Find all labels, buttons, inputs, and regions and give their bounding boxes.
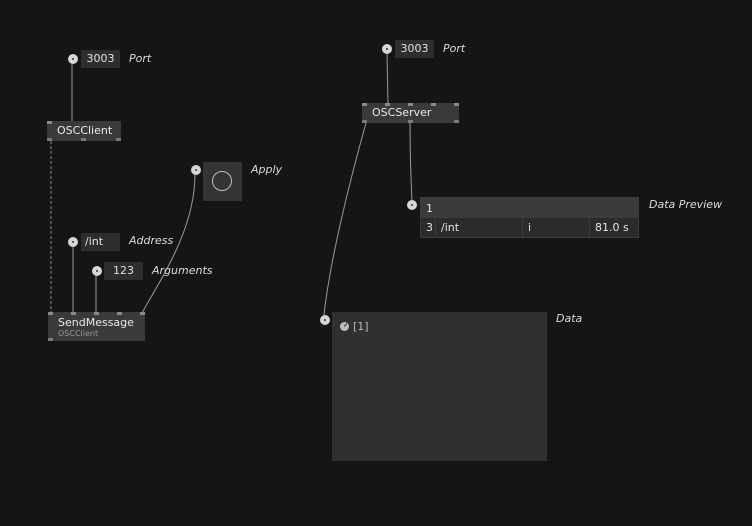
wire-apply	[141, 173, 196, 314]
arguments-label: Arguments	[152, 264, 213, 277]
node-input-port[interactable]	[94, 312, 99, 315]
client-port-iobox[interactable]: 3003	[81, 50, 120, 68]
node-output-port[interactable]	[47, 138, 52, 141]
arguments-pin[interactable]	[92, 266, 102, 276]
node-input-port[interactable]	[454, 103, 459, 106]
data-tag-text: [1]	[353, 320, 369, 333]
preview-pin[interactable]	[407, 200, 417, 210]
preview-row-type: i	[523, 218, 589, 237]
preview-row-address: /int	[436, 218, 522, 237]
client-port-pin[interactable]	[68, 54, 78, 64]
node-output-port[interactable]	[454, 120, 459, 123]
preview-header-index: 1	[421, 199, 638, 218]
node-output-port[interactable]	[408, 120, 413, 123]
data-preview-table[interactable]: 1 3 /int i 81.0 s	[420, 197, 639, 238]
node-title: OSCServer	[372, 106, 432, 119]
wire-server-port	[386, 52, 389, 104]
node-input-port[interactable]	[408, 103, 413, 106]
node-output-port[interactable]	[81, 138, 86, 141]
data-panel[interactable]: [1]	[332, 312, 547, 461]
data-label: Data	[556, 312, 583, 325]
arguments-iobox[interactable]: 123	[104, 262, 143, 280]
node-input-port[interactable]	[431, 103, 436, 106]
apply-pin[interactable]	[191, 165, 201, 175]
apply-label: Apply	[251, 163, 283, 176]
address-pin[interactable]	[68, 237, 78, 247]
osc-server-node[interactable]: OSCServer	[362, 103, 459, 123]
address-label: Address	[129, 234, 174, 247]
node-output-port[interactable]	[48, 338, 53, 341]
preview-label: Data Preview	[649, 198, 723, 211]
data-pin[interactable]	[320, 315, 330, 325]
data-tag: [1]	[340, 320, 369, 333]
node-output-port[interactable]	[362, 120, 367, 123]
preview-row-count: 3	[421, 218, 435, 237]
gauge-icon	[340, 322, 349, 331]
node-input-port[interactable]	[140, 312, 145, 315]
send-message-node[interactable]: SendMessage OSCClient	[48, 312, 145, 341]
node-input-port[interactable]	[362, 103, 367, 106]
node-subtitle: OSCClient	[58, 329, 99, 338]
node-input-port[interactable]	[48, 312, 53, 315]
bang-circle-icon	[212, 171, 232, 191]
wire-server-data	[323, 122, 367, 316]
server-port-iobox[interactable]: 3003	[395, 40, 434, 58]
server-port-pin[interactable]	[382, 44, 392, 54]
node-input-port[interactable]	[47, 121, 52, 124]
node-output-port[interactable]	[116, 138, 121, 141]
client-port-label: Port	[129, 52, 152, 65]
node-title: SendMessage	[58, 316, 134, 329]
apply-bang-button[interactable]	[203, 162, 242, 201]
node-title: OSCClient	[57, 124, 113, 137]
server-port-label: Port	[443, 42, 466, 55]
address-iobox[interactable]: /int	[81, 233, 120, 251]
preview-row-time: 81.0 s	[590, 218, 638, 237]
node-input-port[interactable]	[117, 312, 122, 315]
node-input-port[interactable]	[71, 312, 76, 315]
node-input-port[interactable]	[385, 103, 390, 106]
osc-client-node[interactable]: OSCClient	[47, 121, 121, 141]
wire-server-preview	[409, 122, 413, 202]
